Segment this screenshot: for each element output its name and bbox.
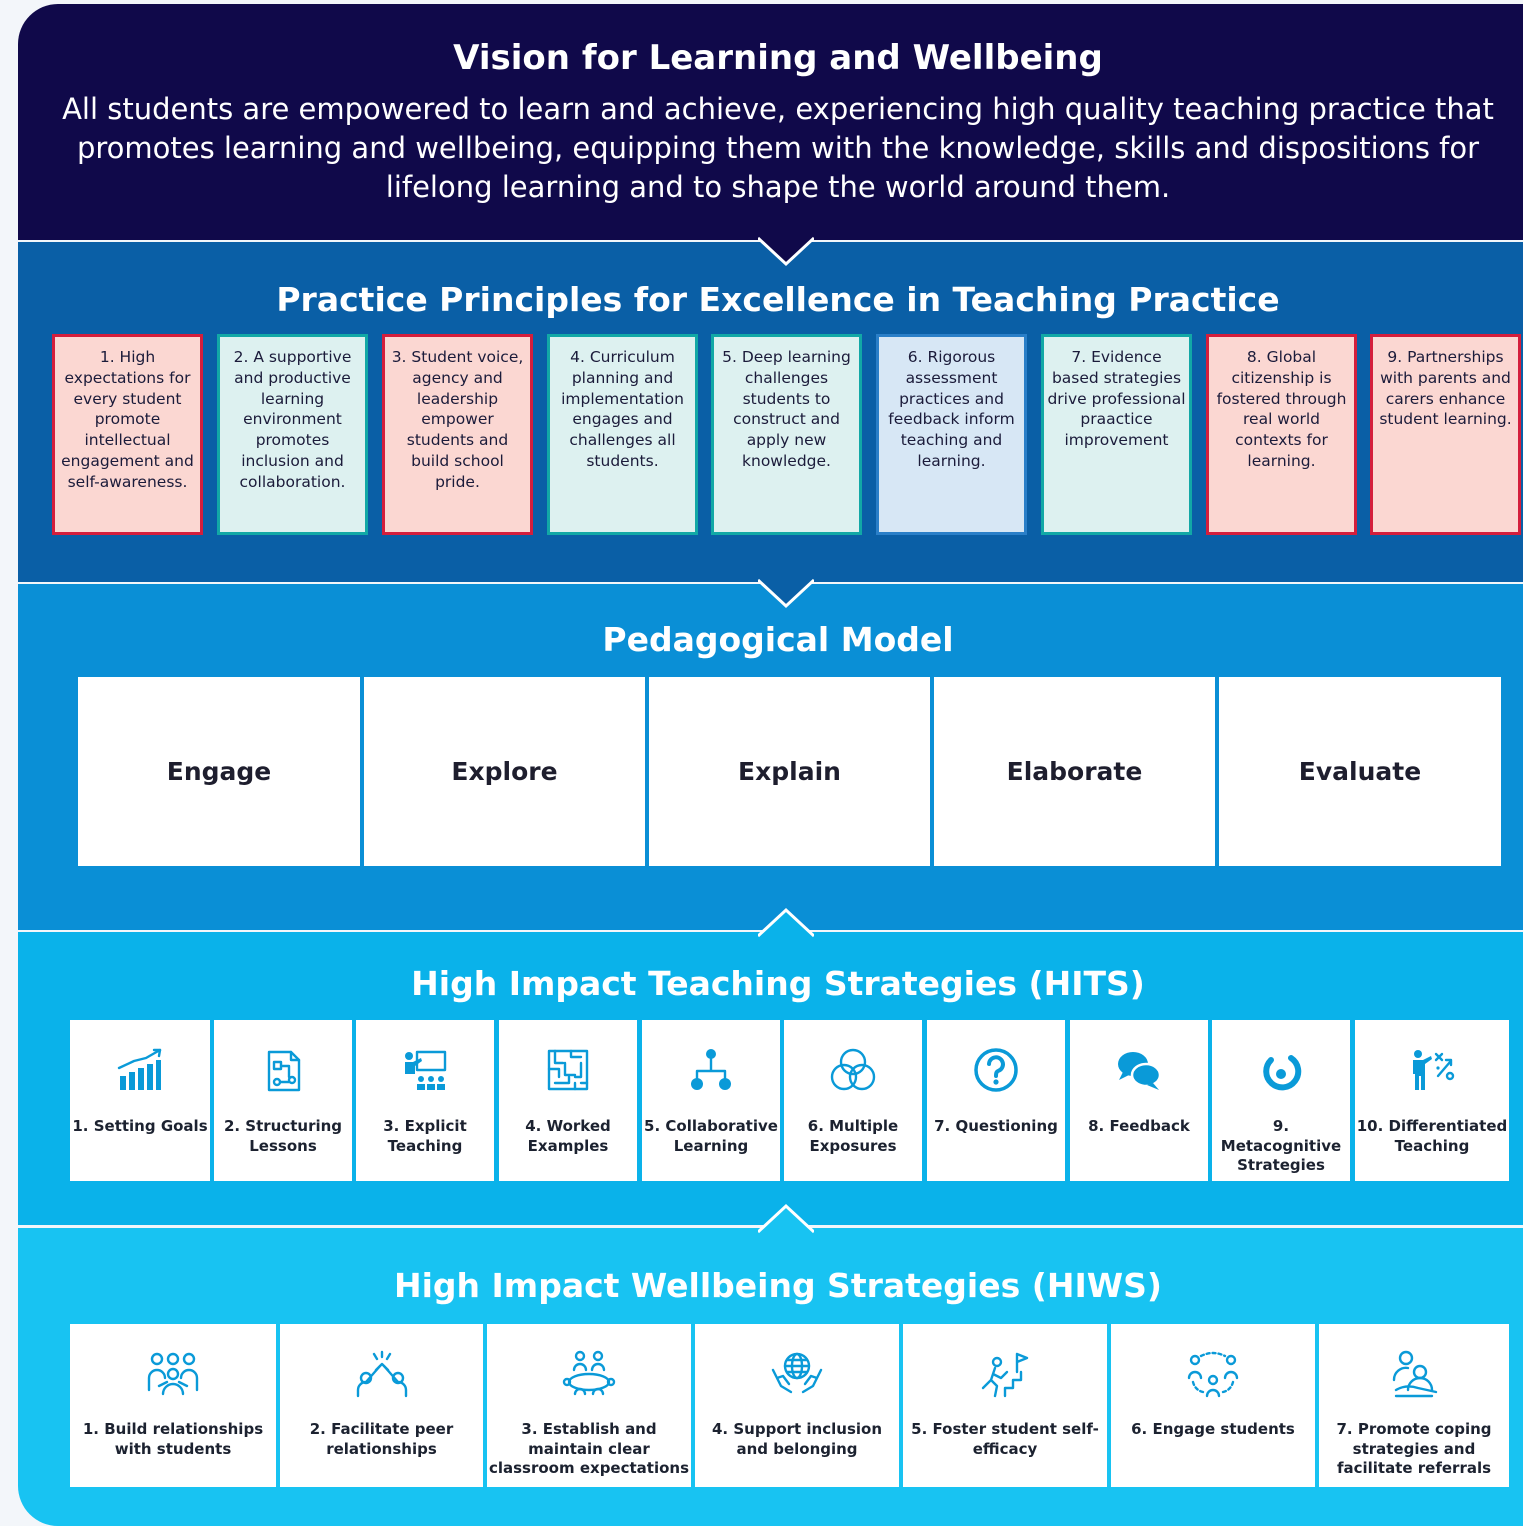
hiws-tile: 3. Establish and maintain clear classroo…	[487, 1324, 691, 1487]
up-arrow-divider	[758, 1203, 814, 1234]
hiws-label: 6. Engage students	[1131, 1420, 1295, 1438]
hiws-label: 5. Foster student self-efficacy	[911, 1420, 1099, 1458]
principle-card: 5. Deep learning challenges students to …	[711, 334, 862, 535]
hands-globe-icon	[771, 1352, 823, 1394]
hits-label: 5. Collaborative Learning	[644, 1117, 778, 1155]
group-people-icon	[147, 1352, 199, 1396]
vision-description: All students are empowered to learn and …	[62, 92, 1494, 204]
target-arc-icon	[1263, 1055, 1302, 1091]
hits-label: 1. Setting Goals	[72, 1117, 208, 1135]
hits-tile: 2. Structuring Lessons	[214, 1020, 352, 1181]
principle-card: 3. Student voice, agency and leadership …	[382, 334, 533, 535]
speech-bubbles-icon	[1118, 1052, 1162, 1090]
pedagogical-phase-box: Explain	[649, 677, 930, 866]
lesson-plan-icon	[267, 1050, 301, 1092]
principle-card: 2. A supportive and productive learning …	[217, 334, 368, 535]
hits-title: High Impact Teaching Strategies (HITS)	[411, 964, 1145, 1003]
teacher-board-icon	[405, 1050, 447, 1090]
high-five-icon	[356, 1350, 407, 1398]
hits-tile: 9. Metacognitive Strategies	[1212, 1020, 1350, 1181]
connected-people-icon	[1187, 1351, 1239, 1398]
hits-tile: 4. Worked Examples	[499, 1020, 637, 1181]
hits-tile: 10. Differentiated Teaching	[1355, 1020, 1509, 1181]
hits-label: 4. Worked Examples	[525, 1117, 611, 1155]
hits-label: 8. Feedback	[1088, 1117, 1190, 1135]
down-arrow-divider	[758, 236, 814, 267]
hits-tile: 8. Feedback	[1070, 1020, 1208, 1181]
hits-label: 10. Differentiated Teaching	[1356, 1117, 1508, 1155]
principle-card: 4. Curriculum planning and implementatio…	[547, 334, 698, 535]
hiws-title: High Impact Wellbeing Strategies (HIWS)	[394, 1266, 1162, 1305]
pedagogical-model-title: Pedagogical Model	[602, 620, 954, 659]
principle-card: 6. Rigorous assessment practices and fee…	[876, 334, 1027, 535]
principle-card: 7. Evidence based strategies drive profe…	[1041, 334, 1192, 535]
pedagogical-phase-box: Evaluate	[1219, 677, 1501, 866]
strategy-person-icon	[1413, 1050, 1455, 1090]
hiws-label: 3. Establish and maintain clear classroo…	[488, 1420, 690, 1477]
hits-tile: 5. Collaborative Learning	[642, 1020, 780, 1181]
hiws-tile: 6. Engage students	[1111, 1324, 1315, 1487]
down-arrow-divider	[758, 578, 814, 609]
hiws-tile: 4. Support inclusion and belonging	[695, 1324, 899, 1487]
hits-tile: 1. Setting Goals	[70, 1020, 210, 1181]
hiws-tile: 5. Foster student self-efficacy	[903, 1324, 1107, 1487]
hits-label: 9. Metacognitive Strategies	[1220, 1117, 1342, 1174]
hiws-tile: 2. Facilitate peer relationships	[280, 1324, 483, 1487]
vision-title: Vision for Learning and Wellbeing	[453, 38, 1103, 78]
hits-label: 3. Explicit Teaching	[383, 1117, 467, 1155]
vision-section: Vision for Learning and Wellbeing All st…	[18, 4, 1523, 240]
question-mark-icon	[974, 1048, 1018, 1092]
framework-diagram: Vision for Learning and Wellbeing All st…	[18, 4, 1523, 1526]
hierarchy-icon	[691, 1049, 731, 1090]
principles-title: Practice Principles for Excellence in Te…	[276, 280, 1280, 319]
hiws-label: 7. Promote coping strategies and facilit…	[1336, 1420, 1492, 1477]
up-arrow-divider	[758, 907, 814, 938]
principle-card: 8. Global citizenship is fostered throug…	[1206, 334, 1357, 535]
principle-card: 1. High expectations for every student p…	[52, 334, 203, 535]
pedagogical-phase-box: Explore	[364, 677, 645, 866]
hiws-tile: 1. Build relationships with students	[70, 1324, 276, 1487]
hits-label: 6. Multiple Exposures	[807, 1117, 899, 1155]
pedagogical-phase-box: Elaborate	[934, 677, 1215, 866]
classroom-table-icon	[562, 1350, 616, 1396]
hiws-label: 4. Support inclusion and belonging	[712, 1420, 882, 1458]
hits-tile: 3. Explicit Teaching	[356, 1020, 494, 1181]
hits-tile: 7. Questioning	[927, 1020, 1065, 1181]
hits-label: 2. Structuring Lessons	[223, 1117, 343, 1155]
bar-chart-icon	[117, 1048, 162, 1090]
hiws-label: 1. Build relationships with students	[82, 1420, 264, 1458]
support-person-icon	[1392, 1350, 1438, 1398]
hits-tile: 6. Multiple Exposures	[784, 1020, 922, 1181]
principle-card: 9. Partnerships with parents and carers …	[1370, 334, 1521, 535]
maze-icon	[547, 1049, 589, 1091]
hiws-tile: 7. Promote coping strategies and facilit…	[1319, 1324, 1509, 1487]
overlapping-circles-icon	[830, 1048, 876, 1091]
pedagogical-phase-box: Engage	[78, 677, 360, 866]
climbing-flag-icon	[981, 1352, 1029, 1398]
hits-label: 7. Questioning	[934, 1117, 1058, 1135]
hiws-label: 2. Facilitate peer relationships	[309, 1420, 454, 1458]
